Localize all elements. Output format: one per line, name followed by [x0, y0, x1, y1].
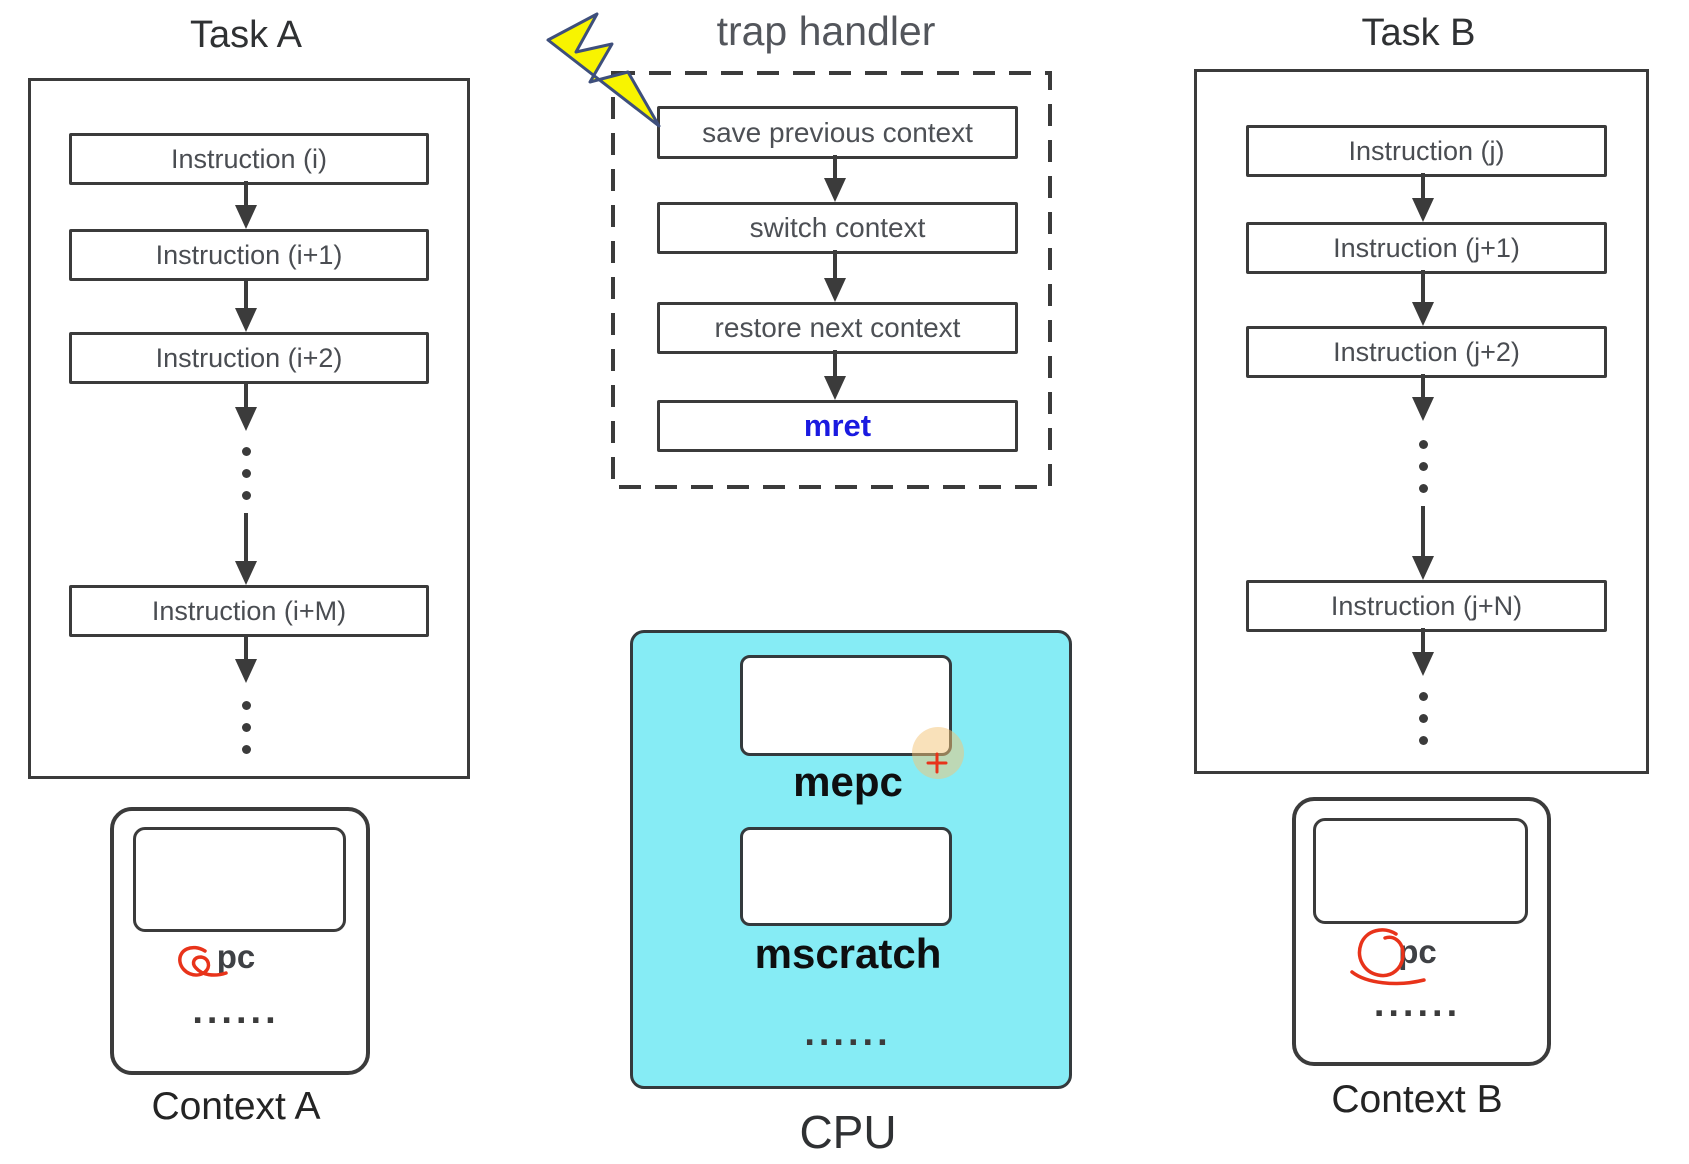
trap-step-restore-context: restore next context: [657, 302, 1018, 354]
task-b-title: Task B: [1361, 12, 1476, 54]
task-a-instruction-box-1: Instruction (i+1): [69, 229, 429, 281]
task-b-instruction-box-3: Instruction (j+N): [1246, 580, 1607, 632]
trap-step-switch-context: switch context: [657, 202, 1018, 254]
instruction-label: Instruction (i+1): [155, 239, 343, 270]
instruction-label: Instruction (i): [170, 143, 328, 174]
instruction-label: Instruction (i+M): [151, 595, 347, 626]
step-label: restore next context: [714, 312, 961, 343]
context-b-pc-label: pc: [1398, 933, 1437, 970]
vertical-ellipsis: [242, 447, 251, 500]
mscratch-register-label: mscratch: [754, 930, 942, 977]
task-b-instruction-box-0: Instruction (j): [1246, 125, 1607, 177]
trap-step-mret: mret: [657, 400, 1018, 452]
context-a-label: Context A: [151, 1085, 321, 1128]
down-arrow-icon: [1410, 374, 1436, 421]
task-a-instruction-box-2: Instruction (i+2): [69, 332, 429, 384]
task-a-instruction-box-3: Instruction (i+M): [69, 585, 429, 637]
trap-handler-title: trap handler: [716, 8, 936, 54]
task-a-instruction-box-0: Instruction (i): [69, 133, 429, 185]
mscratch-register-slot: [740, 827, 952, 926]
step-label: switch context: [749, 212, 926, 243]
trap-step-save-context: save previous context: [657, 106, 1018, 159]
down-arrow-icon: [1410, 506, 1436, 580]
down-arrow-icon: [233, 513, 259, 585]
down-arrow-icon: [822, 155, 848, 202]
mepc-register-slot: [740, 655, 952, 756]
mepc-register-label: mepc: [793, 758, 903, 805]
cpu-label: CPU: [799, 1106, 897, 1158]
vertical-ellipsis: [1419, 692, 1428, 745]
down-arrow-icon: [233, 635, 259, 683]
instruction-label: Instruction (j+2): [1333, 336, 1520, 367]
task-a-title: Task A: [190, 14, 302, 56]
instruction-label: Instruction (j+N): [1330, 590, 1523, 621]
step-label: save previous context: [702, 116, 973, 148]
mret-label: mret: [803, 408, 872, 443]
down-arrow-icon: [233, 381, 259, 431]
down-arrow-icon: [233, 278, 259, 332]
task-b-instruction-box-1: Instruction (j+1): [1246, 222, 1607, 274]
instruction-label: Instruction (j): [1348, 135, 1505, 166]
down-arrow-icon: [1410, 270, 1436, 326]
down-arrow-icon: [822, 250, 848, 302]
instruction-label: Instruction (i+2): [155, 342, 343, 373]
context-a-ellipsis: ......: [192, 990, 280, 1032]
context-b-register-slot: [1313, 818, 1528, 924]
down-arrow-icon: [233, 181, 259, 229]
context-a-pc-label: pc: [216, 938, 256, 975]
down-arrow-icon: [822, 350, 848, 400]
vertical-ellipsis: [242, 701, 251, 754]
cpu-ellipsis: ......: [804, 1012, 892, 1054]
context-a-register-slot: [133, 827, 346, 932]
context-b-label: Context B: [1331, 1078, 1503, 1121]
down-arrow-icon: [1410, 628, 1436, 676]
instruction-label: Instruction (j+1): [1333, 232, 1520, 263]
down-arrow-icon: [1410, 173, 1436, 222]
vertical-ellipsis: [1419, 440, 1428, 493]
context-b-ellipsis: ......: [1373, 983, 1462, 1025]
task-b-instruction-box-2: Instruction (j+2): [1246, 326, 1607, 378]
